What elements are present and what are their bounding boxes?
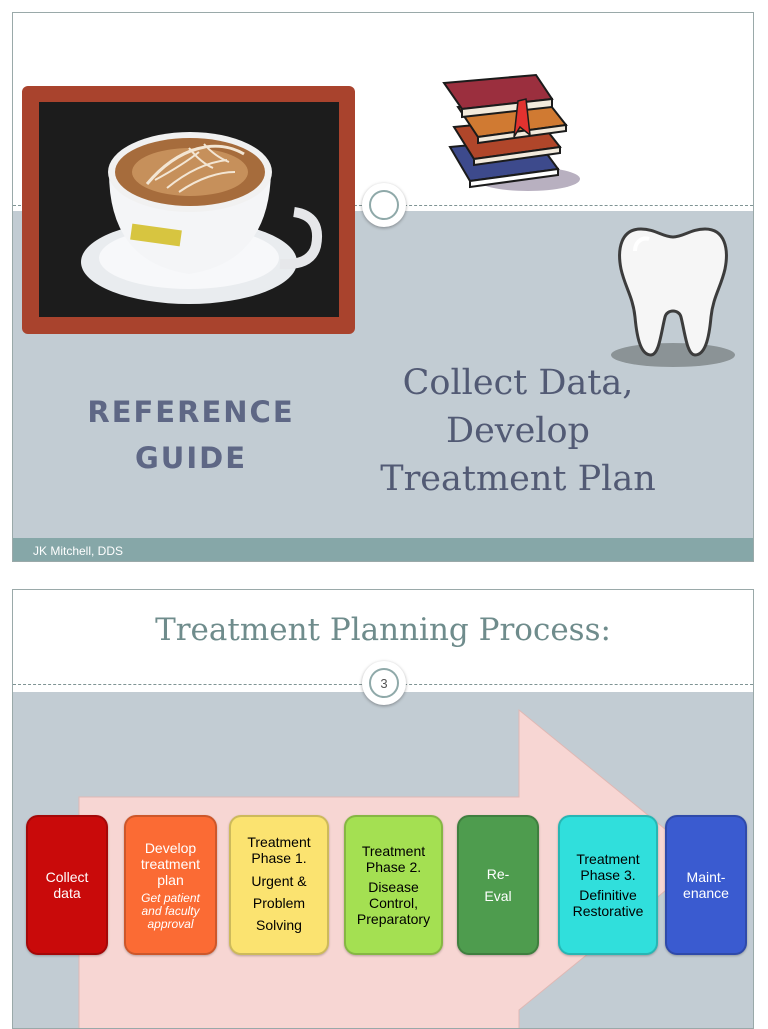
slide-2: Treatment Planning Process: 3 Collect da… <box>12 589 754 1029</box>
step-label: Phase 2. <box>365 859 422 875</box>
step-phase-1: Treatment Phase 1. Urgent & Problem Solv… <box>229 815 329 955</box>
reference-guide-heading: REFERENCE GUIDE <box>69 389 313 481</box>
slide-1: REFERENCE GUIDE Collect Data, Develop Tr… <box>12 12 754 562</box>
slide-title: Collect Data, Develop Treatment Plan <box>353 359 683 503</box>
step-label: Treatment <box>361 843 426 859</box>
step-label: data <box>53 885 81 901</box>
slide-marker-circle <box>362 183 406 227</box>
step-label: Maint- <box>686 869 726 885</box>
process-arrow <box>78 708 704 1028</box>
step-label: Eval <box>484 888 512 904</box>
step-detail: Definitive Restorative <box>572 887 644 919</box>
tooth-icon <box>611 221 741 371</box>
reference-guide-line: REFERENCE <box>87 395 295 429</box>
author-label: JK Mitchell, DDS <box>33 544 124 558</box>
step-phase-2: Treatment Phase 2. Disease Control, Prep… <box>344 815 443 955</box>
step-label: Collect <box>45 869 89 885</box>
step-phase-3: Treatment Phase 3. Definitive Restorativ… <box>558 815 658 955</box>
title-line: Develop <box>446 411 590 451</box>
step-collect-data: Collect data <box>26 815 108 955</box>
step-detail: Disease Control, Preparatory <box>356 879 431 927</box>
step-label: Treatment <box>247 834 311 850</box>
step-label: Treatment <box>576 851 640 867</box>
slide-title: Treatment Planning Process: <box>155 612 611 648</box>
title-line: Treatment Plan <box>380 459 656 499</box>
step-label: Develop <box>144 839 197 856</box>
reference-guide-line: GUIDE <box>134 441 248 475</box>
slide-footer: JK Mitchell, DDS <box>13 538 753 561</box>
cappuccino-photo <box>39 102 339 317</box>
page-number: 3 <box>369 668 399 698</box>
step-maintenance: Maint- enance <box>665 815 747 955</box>
books-icon <box>440 69 582 197</box>
step-label: Phase 1. <box>251 850 307 866</box>
step-label: Re- <box>486 866 510 882</box>
step-label: treatment <box>140 855 201 872</box>
page-number-marker: 3 <box>362 661 406 705</box>
step-develop-plan: Develop treatment plan Get patient and f… <box>124 815 217 955</box>
step-label: plan <box>157 871 184 888</box>
step-label: enance <box>683 885 729 901</box>
step-detail: Urgent & Problem Solving <box>251 873 307 933</box>
step-label: Phase 3. <box>580 867 636 883</box>
step-note: Get patient and faculty approval <box>141 890 200 931</box>
title-line: Collect Data, <box>402 363 634 403</box>
step-re-eval: Re- Eval <box>457 815 539 955</box>
photo-frame <box>22 86 355 334</box>
